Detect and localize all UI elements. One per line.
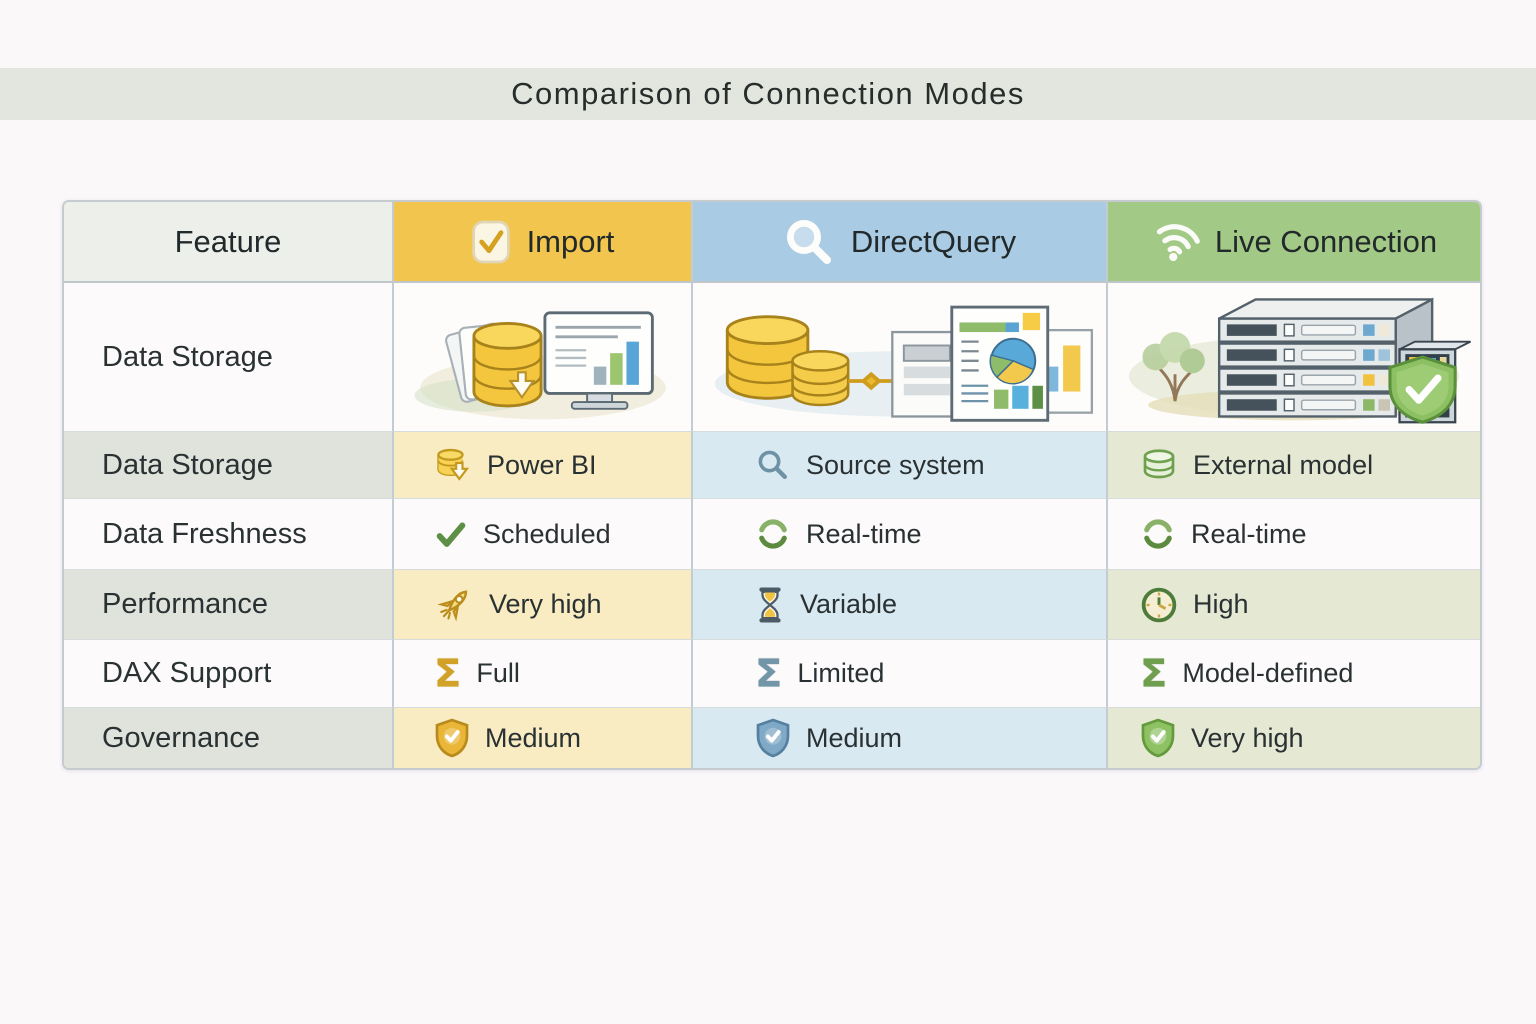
row-data-freshness-label: Data Freshness (64, 499, 394, 570)
cell-directquery-data-freshness: Real-time (693, 499, 1108, 570)
row-dax-support-label: DAX Support (64, 640, 394, 708)
row-governance-label: Governance (64, 708, 394, 768)
illustration-row-feature-label: Data Storage (64, 283, 394, 432)
header-live: Live Connection (1108, 202, 1480, 283)
cell-directquery-performance: Variable (693, 570, 1108, 640)
search-icon (783, 216, 835, 268)
sigma-icon: Σ (755, 651, 783, 696)
refresh-icon (755, 516, 791, 552)
cell-live-data-storage: External model (1108, 432, 1480, 499)
header-import: Import (394, 202, 693, 283)
shield-check-icon (434, 718, 470, 758)
header-feature: Feature (64, 202, 394, 283)
title-band: Comparison of Connection Modes (0, 68, 1536, 120)
row-performance-label: Performance (64, 570, 394, 640)
cell-live-data-freshness: Real-time (1108, 499, 1480, 570)
sigma-icon: Σ (434, 651, 462, 696)
hourglass-icon (755, 586, 785, 624)
import-illustration (394, 283, 693, 432)
comparison-table: Feature Import DirectQuery Live Connecti… (62, 200, 1482, 770)
database-download-monitor-illustration (413, 311, 666, 420)
wifi-icon (1151, 220, 1203, 264)
cell-import-dax: Σ Full (394, 640, 693, 708)
check-box-icon (471, 219, 511, 265)
database-icon (1140, 447, 1178, 483)
database-download-icon (434, 446, 472, 484)
header-import-label: Import (526, 223, 615, 259)
live-illustration (1108, 283, 1480, 432)
cell-directquery-governance: Medium (693, 708, 1108, 768)
cell-import-performance: Very high (394, 570, 693, 640)
refresh-icon (1140, 516, 1176, 552)
cell-directquery-data-storage: Source system (693, 432, 1108, 499)
header-directquery: DirectQuery (693, 202, 1108, 283)
cell-import-governance: Medium (394, 708, 693, 768)
search-icon (755, 447, 791, 483)
databases-to-reports-illustration (714, 305, 1094, 422)
header-feature-label: Feature (174, 223, 282, 259)
row-data-storage-label: Data Storage (64, 432, 394, 499)
cell-live-performance: High (1108, 570, 1480, 640)
clock-icon (1140, 586, 1178, 624)
page-title: Comparison of Connection Modes (511, 76, 1025, 111)
sigma-icon: Σ (1140, 651, 1168, 696)
check-icon (434, 517, 468, 551)
cell-import-data-storage: Power BI (394, 432, 693, 499)
shield-check-icon (1140, 718, 1176, 758)
rocket-icon (434, 585, 474, 625)
cell-live-governance: Very high (1108, 708, 1480, 768)
server-rack-shield-illustration (1128, 297, 1471, 424)
shield-check-icon (755, 718, 791, 758)
header-live-label: Live Connection (1214, 223, 1438, 259)
cell-live-dax: Σ Model-defined (1108, 640, 1480, 708)
cell-import-data-freshness: Scheduled (394, 499, 693, 570)
directquery-illustration (693, 283, 1108, 432)
cell-directquery-dax: Σ Limited (693, 640, 1108, 708)
header-directquery-label: DirectQuery (850, 223, 1017, 259)
